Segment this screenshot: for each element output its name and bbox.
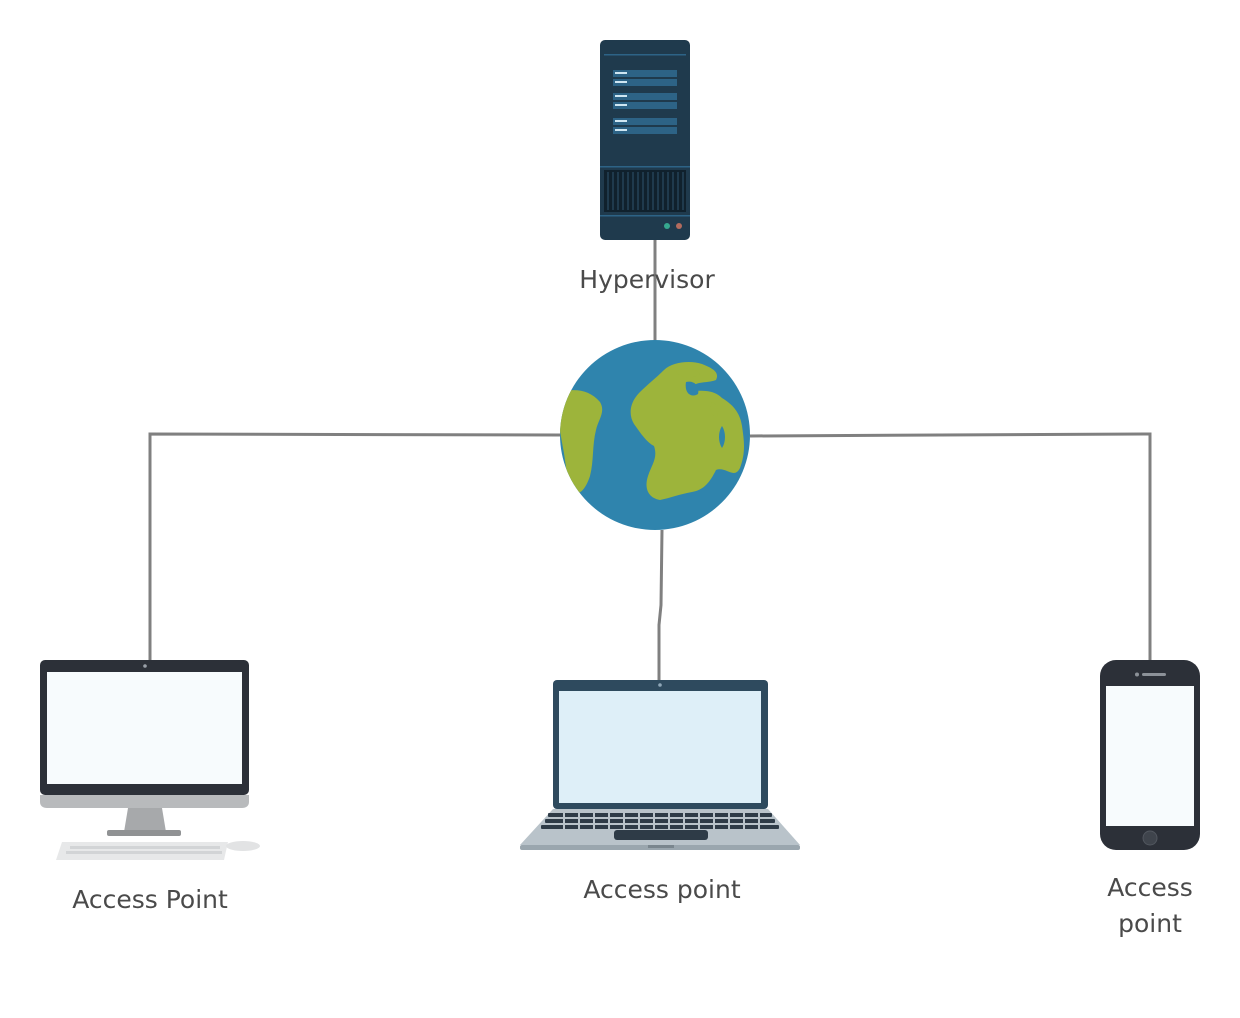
edge-internet-phone bbox=[749, 432, 1152, 660]
hypervisor-label: Hypervisor bbox=[579, 265, 715, 294]
desktop-access-point-label: Access Point bbox=[72, 885, 228, 914]
edge-internet-laptop bbox=[657, 529, 664, 684]
phone-access-point-label: Access point bbox=[1107, 873, 1193, 938]
edge-internet-desktop bbox=[148, 432, 561, 660]
server-icon bbox=[600, 40, 690, 240]
desktop-computer-icon bbox=[40, 660, 260, 860]
smartphone-icon bbox=[1100, 660, 1200, 850]
globe-icon bbox=[560, 340, 750, 530]
connectors bbox=[148, 240, 1152, 684]
laptop-icon bbox=[520, 680, 800, 850]
laptop-access-point-label: Access point bbox=[583, 875, 741, 904]
